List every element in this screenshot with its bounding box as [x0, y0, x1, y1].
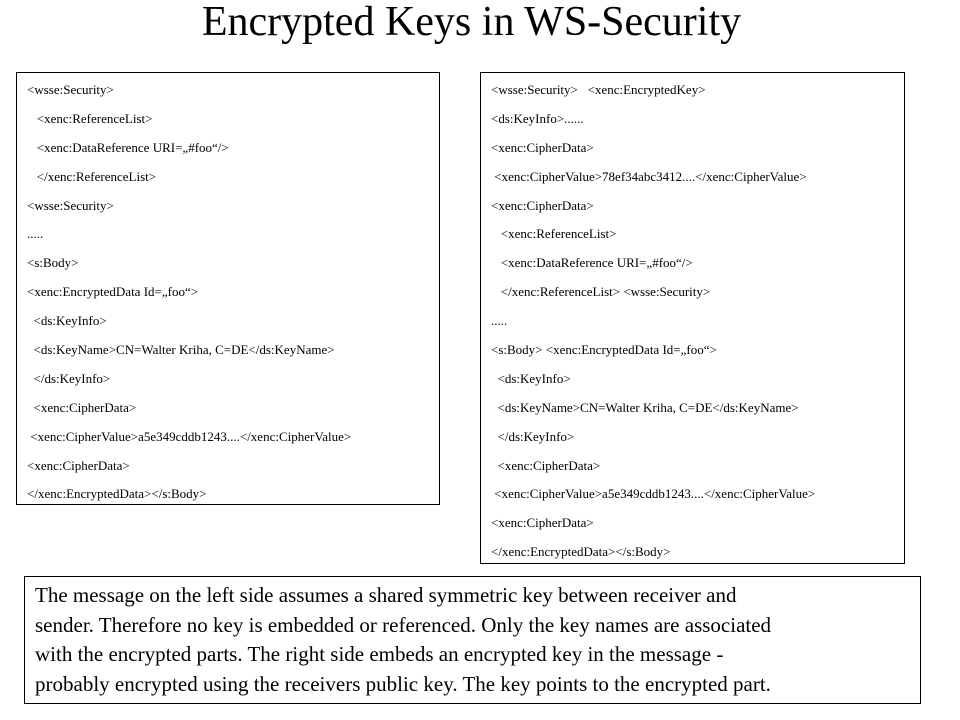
code-line: </ds:KeyInfo> — [491, 428, 575, 444]
code-line: <ds:KeyInfo> — [27, 313, 107, 329]
left-code-box: <wsse:Security> <xenc:ReferenceList> <xe… — [16, 72, 440, 505]
code-line: </xenc:EncryptedData></s:Body> — [491, 544, 671, 560]
right-code-box: <wsse:Security> <xenc:EncryptedKey> <ds:… — [480, 72, 905, 564]
description-line: probably encrypted using the receivers p… — [35, 671, 771, 696]
description-box: The message on the left side assumes a s… — [24, 576, 921, 704]
code-line: ..... — [491, 313, 508, 329]
code-line: <wsse:Security> — [27, 82, 114, 97]
code-line: </xenc:EncryptedData></s:Body> — [27, 486, 207, 502]
code-line: <s:Body> — [27, 255, 79, 271]
code-line: <xenc:CipherData> — [27, 399, 137, 415]
code-line: <xenc:CipherData> — [491, 457, 601, 473]
code-line: <ds:KeyName>CN=Walter Kriha, C=DE</ds:Ke… — [27, 342, 335, 358]
description-line: sender. Therefore no key is embedded or … — [35, 612, 772, 637]
code-line: <wsse:Security> — [27, 197, 114, 213]
code-line: <xenc:CipherValue>a5e349cddb1243....</xe… — [27, 428, 352, 444]
code-line: <xenc:EncryptedData Id=„foo“> — [27, 284, 199, 300]
code-line: <xenc:DataReference URI=„#foo“/> — [27, 139, 229, 155]
slide-title: Encrypted Keys in WS-Security — [201, 0, 742, 45]
code-line: <s:Body> <xenc:EncryptedData Id=„foo“> — [491, 342, 717, 358]
code-line: <xenc:DataReference URI=„#foo“/> — [491, 255, 693, 271]
code-line: <xenc:CipherData> — [491, 197, 594, 213]
code-line: <xenc:ReferenceList> — [491, 226, 617, 242]
code-line: <xenc:CipherValue>a5e349cddb1243....</xe… — [491, 486, 816, 502]
code-line: <ds:KeyName>CN=Walter Kriha, C=DE</ds:Ke… — [491, 399, 799, 415]
description-line: with the encrypted parts. The right side… — [35, 642, 724, 666]
code-line: </xenc:ReferenceList> <wsse:Security> — [491, 284, 711, 300]
code-line: <xenc:CipherData> — [27, 457, 130, 473]
code-line: <xenc:CipherData> — [491, 139, 594, 155]
code-line: <ds:KeyInfo>...... — [491, 110, 584, 126]
description-line: The message on the left side assumes a s… — [35, 583, 737, 607]
code-line: <xenc:CipherData> — [491, 515, 594, 531]
code-line: </ds:KeyInfo> — [27, 370, 111, 386]
code-line: </xenc:ReferenceList> — [27, 168, 157, 184]
code-line: ..... — [27, 226, 44, 242]
code-line: <wsse:Security> <xenc:EncryptedKey> — [491, 82, 706, 97]
code-line: <xenc:ReferenceList> — [27, 110, 153, 126]
code-line: <ds:KeyInfo> — [491, 370, 571, 386]
code-line: <xenc:CipherValue>78ef34abc3412....</xen… — [491, 168, 807, 184]
